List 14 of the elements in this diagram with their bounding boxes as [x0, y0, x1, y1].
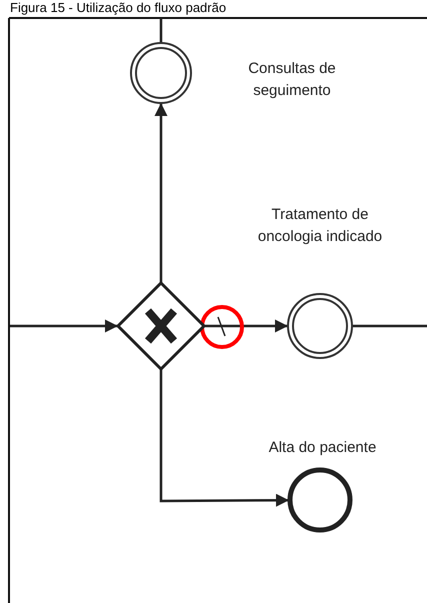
intermediate-event-circle [285, 291, 355, 361]
end-event-circle [286, 466, 354, 534]
sequence-arrow [154, 103, 168, 283]
sequence-line [160, 18, 162, 43]
gateway-diamond [115, 280, 207, 372]
sequence-arrow [160, 369, 289, 507]
sequence-line [352, 324, 427, 328]
sequence-arrow [204, 320, 288, 332]
sequence-arrow [10, 320, 118, 332]
event-label: Alta do paciente [268, 438, 378, 458]
figure-title: Figura 15 - Utilização do fluxo padrão [10, 0, 226, 15]
intermediate-event-circle [128, 40, 194, 106]
event-label: Tratamento de oncologia indicado [256, 205, 384, 247]
event-label: Consultas de seguimento [247, 59, 337, 101]
